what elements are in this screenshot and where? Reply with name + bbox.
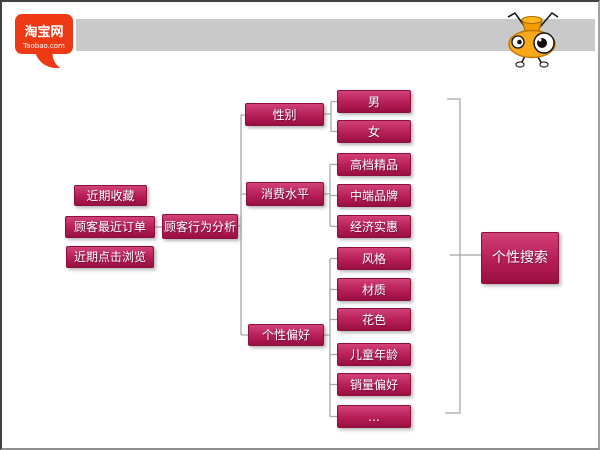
connector-root-trunk xyxy=(238,114,248,336)
node-pattern: 花色 xyxy=(337,308,411,331)
ant-pupil-right xyxy=(537,38,547,48)
logo-subtitle: Taobao.com xyxy=(22,42,65,50)
node-material: 材质 xyxy=(337,278,411,301)
ant-antenna-right xyxy=(539,11,559,28)
ant-antenna-left xyxy=(507,11,526,28)
node-recent-clicks: 近期点击浏览 xyxy=(66,246,154,268)
ant-eye-glint xyxy=(538,38,542,42)
node-gender: 性别 xyxy=(245,103,324,126)
connector-gender-fork xyxy=(324,100,337,133)
node-economical: 经济实惠 xyxy=(337,215,411,238)
ant-foot-right xyxy=(539,61,549,68)
speech-bubble-tail xyxy=(35,52,60,69)
node-personal-search: 个性搜索 xyxy=(481,232,559,284)
node-midrange-brand: 中端品牌 xyxy=(337,184,411,207)
node-style: 风格 xyxy=(337,247,411,270)
taobao-logo: 淘宝网 Taobao.com xyxy=(15,14,73,69)
node-consumption-level: 消费水平 xyxy=(246,182,324,206)
connector-bracket-to-result xyxy=(445,98,481,414)
node-recent-orders: 顾客最近订单 xyxy=(65,216,155,238)
node-male: 男 xyxy=(337,90,411,113)
node-highend-boutique: 高档精品 xyxy=(337,153,411,176)
node-sales-preference: 销量偏好 xyxy=(337,373,411,396)
connector-preference-fork xyxy=(324,257,337,418)
node-recent-favorites: 近期收藏 xyxy=(74,185,147,206)
ant-head-top xyxy=(521,16,543,24)
logo-title: 淘宝网 xyxy=(24,24,63,40)
taobao-speech-bubble-icon xyxy=(15,14,73,54)
node-child-age: 儿童年龄 xyxy=(337,343,411,366)
node-behavior-analysis: 顾客行为分析 xyxy=(162,214,238,239)
connector-consumption-fork xyxy=(324,163,337,228)
ant-foot-left xyxy=(515,61,525,68)
ant-pupil-left xyxy=(517,39,522,45)
node-female: 女 xyxy=(337,120,411,143)
node-personal-preference: 个性偏好 xyxy=(248,324,324,346)
ant-mascot-icon xyxy=(507,11,559,68)
node-ellipsis: … xyxy=(337,405,411,428)
